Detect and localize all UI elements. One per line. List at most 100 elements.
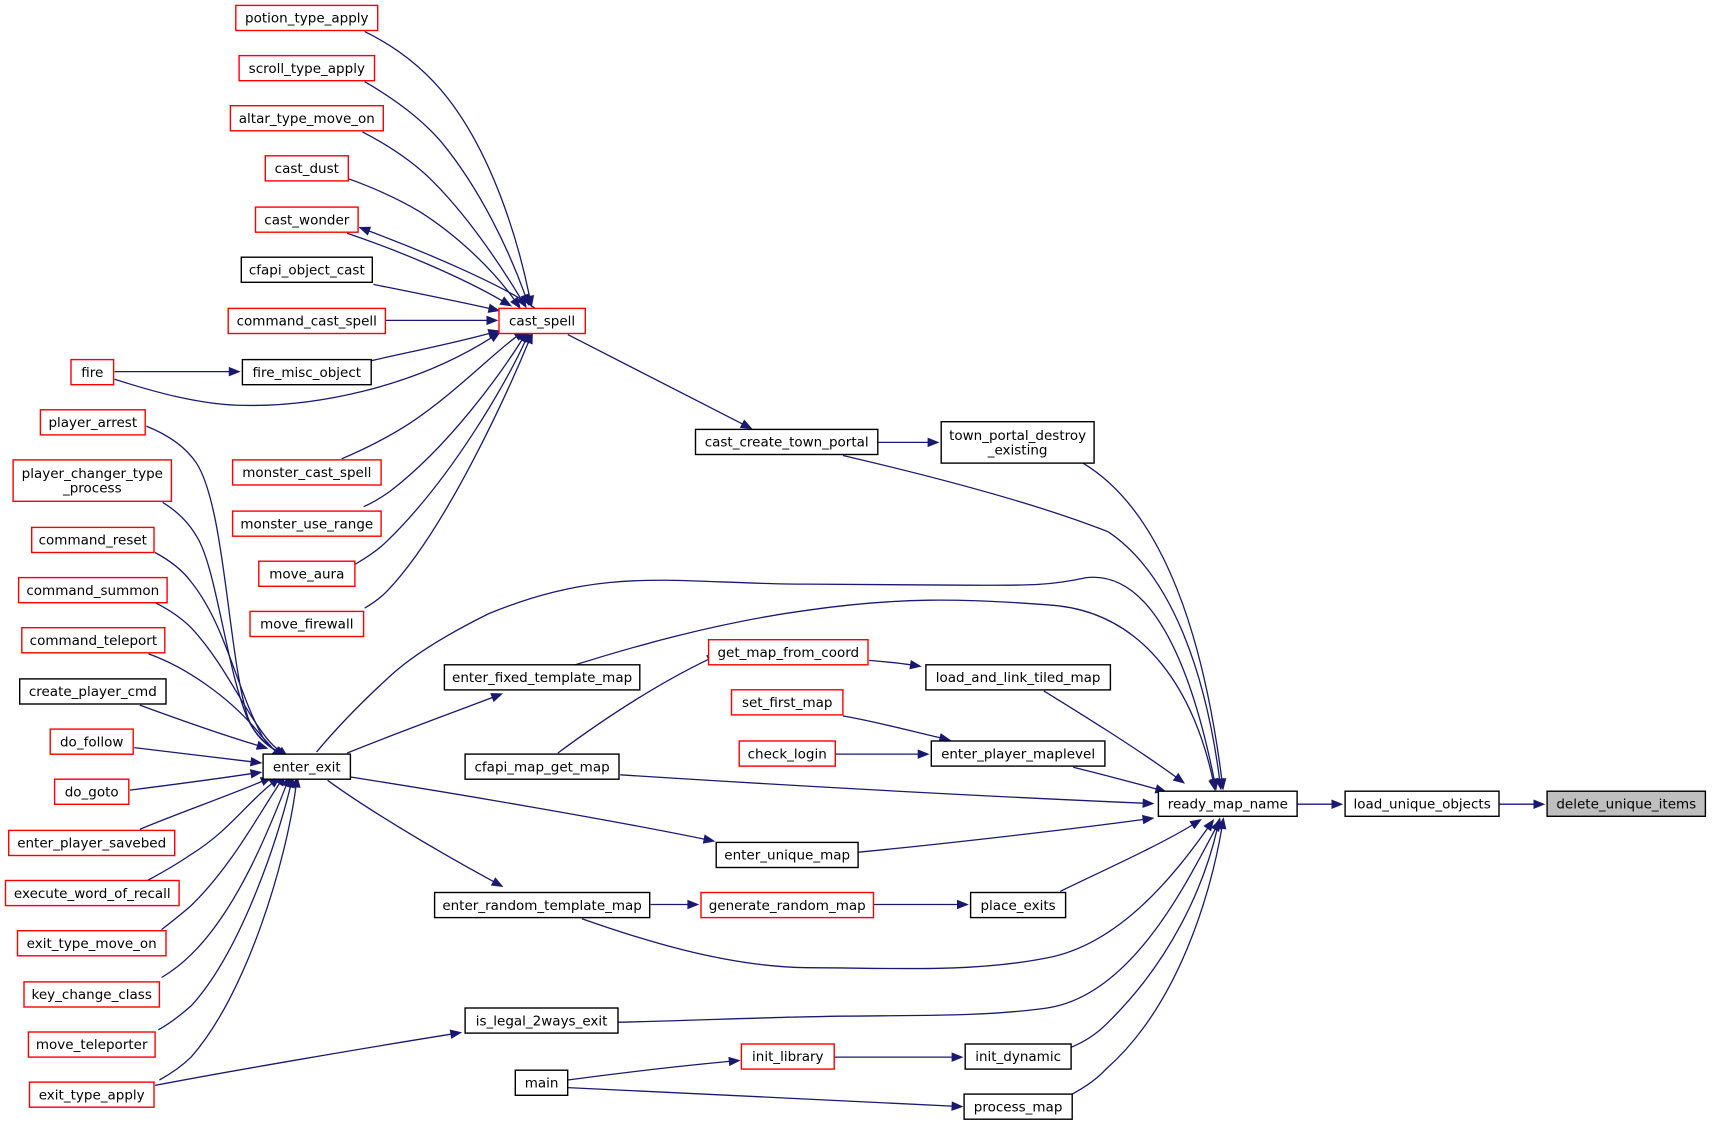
node-label: move_aura: [269, 567, 344, 583]
node-execute-word-of-recall[interactable]: execute_word_of_recall: [4, 879, 180, 907]
node-process-map[interactable]: process_map: [963, 1093, 1073, 1120]
node-command-teleport[interactable]: command_teleport: [21, 627, 166, 654]
edge-enter-unique-map-to-ready-map-name: [858, 814, 1155, 853]
node-create-player-cmd[interactable]: create_player_cmd: [19, 678, 167, 705]
node-do-follow[interactable]: do_follow: [49, 728, 134, 755]
node-check-login[interactable]: check_login: [738, 740, 837, 767]
node-label: get_map_from_coord: [717, 645, 859, 661]
node-enter-unique-map[interactable]: enter_unique_map: [715, 841, 859, 869]
node-main[interactable]: main: [514, 1069, 569, 1096]
node-label: fire_misc_object: [253, 365, 362, 381]
node-cast-wonder[interactable]: cast_wonder: [254, 206, 359, 233]
node-cfapi-map-get-map[interactable]: cfapi_map_get_map: [464, 753, 620, 780]
node-label: cfapi_object_cast: [249, 262, 365, 278]
node-label: fire: [81, 365, 103, 381]
node-label: load_and_link_tiled_map: [936, 670, 1101, 686]
node-is-legal-2ways-exit[interactable]: is_legal_2ways_exit: [464, 1007, 619, 1034]
node-key-change-class[interactable]: key_change_class: [23, 981, 161, 1008]
node-label: enter_fixed_template_map: [452, 670, 632, 686]
node-monster-use-range[interactable]: monster_use_range: [231, 510, 382, 537]
node-label: load_unique_objects: [1353, 796, 1490, 812]
node-cast-dust[interactable]: cast_dust: [264, 155, 349, 182]
node-label: cast_spell: [509, 314, 575, 330]
node-command-cast-spell[interactable]: command_cast_spell: [227, 307, 387, 335]
edge-load-unique-objects-to-delete-unique-items: [1499, 799, 1546, 809]
node-command-reset[interactable]: command_reset: [31, 526, 155, 554]
node-enter-exit[interactable]: enter_exit: [262, 753, 352, 780]
node-move-teleporter[interactable]: move_teleporter: [27, 1031, 156, 1058]
node-label: process_map: [974, 1099, 1063, 1115]
edge-process-map-to-ready-map-name: [1071, 817, 1227, 1095]
node-generate-random-map[interactable]: generate_random_map: [700, 891, 875, 919]
edge-enter-player-maplevel-to-ready-map-name: [1073, 766, 1168, 794]
node-player-changer-type-process[interactable]: player_changer_type_process: [12, 459, 173, 502]
edge-key-change-class-to-enter-exit: [161, 775, 291, 979]
node-move-firewall[interactable]: move_firewall: [249, 610, 365, 638]
node-get-map-from-coord[interactable]: get_map_from_coord: [707, 639, 869, 666]
edge-cast-wonder-to-cast-spell: [346, 232, 513, 307]
node-cast-create-town-portal[interactable]: cast_create_town_portal: [694, 428, 879, 456]
node-fire[interactable]: fire: [70, 358, 115, 386]
node-label: do_follow: [60, 734, 123, 750]
node-ready-map-name[interactable]: ready_map_name: [1157, 790, 1298, 818]
node-load-unique-objects[interactable]: load_unique_objects: [1344, 790, 1500, 818]
node-enter-fixed-template-map[interactable]: enter_fixed_template_map: [443, 664, 641, 691]
edge-cast-spell-to-cast-create-town-portal: [567, 334, 753, 430]
node-cfapi-object-cast[interactable]: cfapi_object_cast: [240, 256, 374, 284]
node-label: cfapi_map_get_map: [475, 759, 610, 775]
node-label: place_exits: [980, 898, 1055, 914]
node-altar-type-move-on[interactable]: altar_type_move_on: [229, 104, 384, 132]
node-label: player_changer_type: [22, 466, 163, 482]
node-set-first-map[interactable]: set_first_map: [730, 689, 844, 716]
edge-place-exits-to-ready-map-name: [1059, 818, 1202, 892]
node-place-exits[interactable]: place_exits: [969, 891, 1067, 919]
node-move-aura[interactable]: move_aura: [258, 560, 356, 588]
node-label: scroll_type_apply: [249, 61, 365, 77]
node-monster-cast-spell[interactable]: monster_cast_spell: [231, 459, 382, 486]
node-label: enter_player_savebed: [17, 836, 166, 852]
node-cast-spell[interactable]: cast_spell: [498, 307, 587, 335]
node-label: move_firewall: [260, 617, 353, 633]
edge-main-to-process-map: [567, 1086, 964, 1111]
node-fire-misc-object[interactable]: fire_misc_object: [241, 358, 372, 386]
edge-init-library-to-init-dynamic: [834, 1052, 964, 1062]
edge-command-teleport-to-enter-exit: [148, 653, 284, 759]
node-init-library[interactable]: init_library: [740, 1043, 835, 1070]
edge-check-login-to-enter-player-maplevel: [835, 749, 930, 759]
node-label: exit_type_move_on: [27, 936, 157, 952]
node-player-arrest[interactable]: player_arrest: [39, 409, 146, 436]
edge-is-legal-2ways-exit-to-ready-map-name: [617, 819, 1221, 1023]
edge-load-and-link-tiled-map-to-ready-map-name: [1043, 690, 1186, 784]
node-label: enter_player_maplevel: [941, 746, 1095, 762]
node-label: town_portal_destroy: [949, 428, 1086, 444]
node-exit-type-apply[interactable]: exit_type_apply: [28, 1081, 155, 1108]
node-init-dynamic[interactable]: init_dynamic: [964, 1043, 1072, 1070]
edge-fire-misc-object-to-cast-spell: [371, 329, 501, 362]
node-town-portal-destroy-existing[interactable]: town_portal_destroy_existing: [940, 421, 1095, 464]
node-load-and-link-tiled-map[interactable]: load_and_link_tiled_map: [925, 664, 1112, 691]
node-enter-player-maplevel[interactable]: enter_player_maplevel: [930, 740, 1106, 767]
node-label: generate_random_map: [709, 898, 866, 914]
node-label: move_teleporter: [36, 1037, 148, 1053]
edge-get-map-from-coord-to-load-and-link-tiled-map: [869, 659, 922, 670]
node-delete-unique-items[interactable]: delete_unique_items: [1546, 790, 1707, 818]
node-do-goto[interactable]: do_goto: [53, 778, 130, 806]
node-label: set_first_map: [742, 695, 833, 711]
edge-enter-random-template-map-to-ready-map-name: [581, 819, 1215, 970]
node-exit-type-move-on[interactable]: exit_type_move_on: [16, 930, 167, 957]
node-label: command_summon: [26, 583, 159, 599]
edge-move-firewall-to-cast-spell: [364, 331, 533, 609]
edge-do-follow-to-enter-exit: [134, 746, 263, 767]
node-potion-type-apply[interactable]: potion_type_apply: [235, 4, 379, 32]
edge-cast-create-town-portal-to-ready-map-name: [842, 454, 1225, 791]
node-enter-random-template-map[interactable]: enter_random_template_map: [433, 891, 651, 919]
node-label: check_login: [748, 746, 827, 762]
node-enter-player-savebed[interactable]: enter_player_savebed: [7, 829, 176, 857]
edge-set-first-map-to-enter-player-maplevel: [842, 715, 952, 743]
node-scroll-type-apply[interactable]: scroll_type_apply: [238, 54, 376, 82]
node-label: enter_random_template_map: [442, 898, 642, 914]
node-command-summon[interactable]: command_summon: [17, 576, 168, 604]
node-label: monster_use_range: [240, 516, 373, 532]
node-label: _existing: [987, 442, 1048, 458]
